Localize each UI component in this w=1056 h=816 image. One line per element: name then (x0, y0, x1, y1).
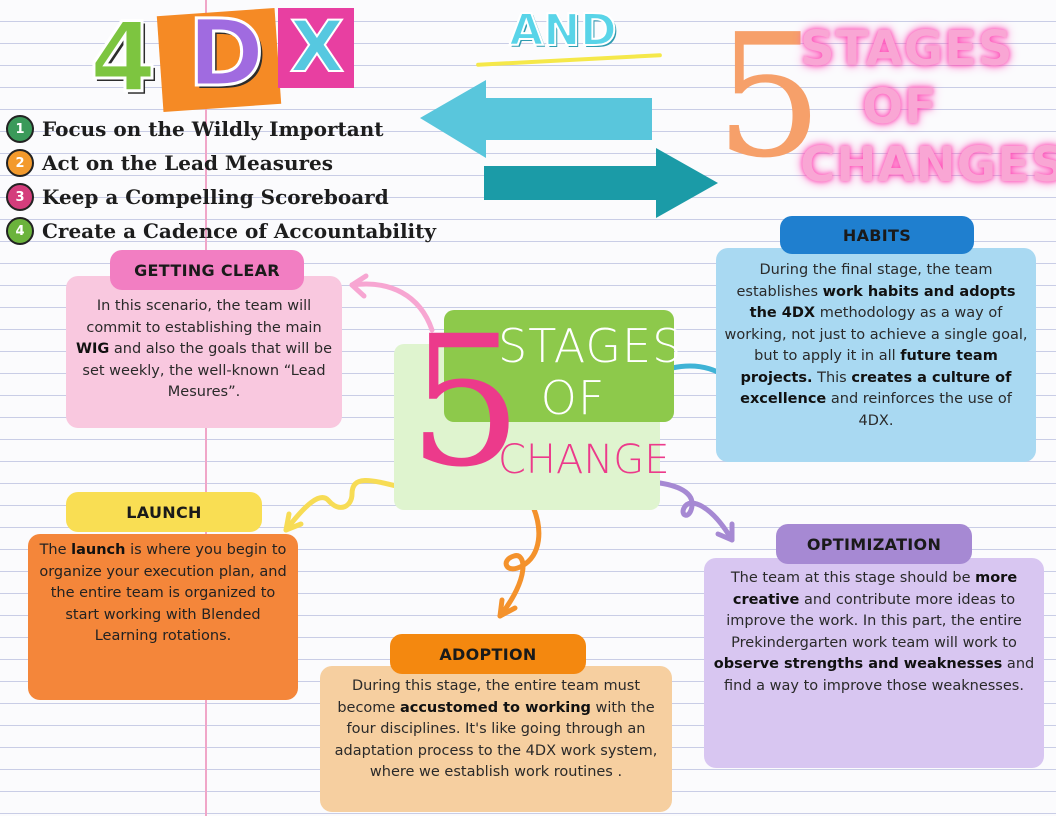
discipline-text: Focus on the Wildly Important (42, 117, 384, 141)
launch-label: LAUNCH (66, 492, 262, 532)
discipline-item: 4 Create a Cadence of Accountability (6, 214, 436, 248)
pointer-launch-icon (283, 478, 407, 533)
optimization-card: The team at this stage should be more cr… (704, 558, 1044, 768)
habits-card: During the final stage, the team establi… (716, 248, 1036, 462)
center-background-green (444, 310, 674, 422)
adoption-label: ADOPTION (390, 634, 586, 674)
center-change: CHANGE (498, 437, 670, 483)
and-text: AND (508, 5, 617, 57)
arrow-left-icon (420, 80, 652, 158)
habits-label: HABITS (780, 216, 974, 254)
optimization-label: OPTIMIZATION (776, 524, 972, 564)
pointer-optimization-icon (649, 479, 735, 543)
disciplines-list: 1 Focus on the Wildly Important 2 Act on… (6, 112, 436, 248)
pointer-getting-clear-head (349, 273, 369, 299)
pointer-getting-clear-icon (349, 281, 435, 333)
pointer-adoption-head (497, 597, 518, 619)
title-stages-line2: OF (862, 79, 938, 135)
center-stages: STAGES (498, 319, 683, 373)
discipline-text: Act on the Lead Measures (42, 151, 334, 175)
discipline-item: 2 Act on the Lead Measures (6, 146, 436, 180)
launch-card: The launch is where you begin to organiz… (28, 534, 298, 700)
title-x-background (278, 8, 354, 88)
getting-clear-label: GETTING CLEAR (110, 250, 304, 290)
discipline-text: Keep a Compelling Scoreboard (42, 185, 389, 209)
center-of: OF (540, 371, 606, 425)
discipline-number: 1 (6, 115, 34, 143)
discipline-text: Create a Cadence of Accountability (42, 219, 437, 243)
center-five: 5 (408, 298, 523, 507)
discipline-number: 2 (6, 149, 34, 177)
pointer-launch-head (283, 511, 304, 533)
title-x: X (289, 5, 345, 89)
title-stages-line1: STAGES (800, 21, 1014, 77)
discipline-number: 4 (6, 217, 34, 245)
arrow-right-icon (484, 148, 718, 218)
getting-clear-bold: WIG (75, 341, 110, 357)
discipline-item: 3 Keep a Compelling Scoreboard (6, 180, 436, 214)
discipline-item: 1 Focus on the Wildly Important (6, 112, 436, 146)
pointer-optimization-head (715, 521, 735, 543)
title-4: 4 (88, 2, 158, 114)
getting-clear-card: In this scenario, the team will commit t… (66, 276, 342, 428)
title-five: 5 (715, 0, 824, 196)
pointer-adoption-icon (497, 497, 542, 619)
title-d: D (186, 0, 265, 107)
discipline-number: 3 (6, 183, 34, 211)
center-stages-of: STAGES OF (498, 319, 683, 425)
adoption-card: During this stage, the entire team must … (320, 666, 672, 812)
